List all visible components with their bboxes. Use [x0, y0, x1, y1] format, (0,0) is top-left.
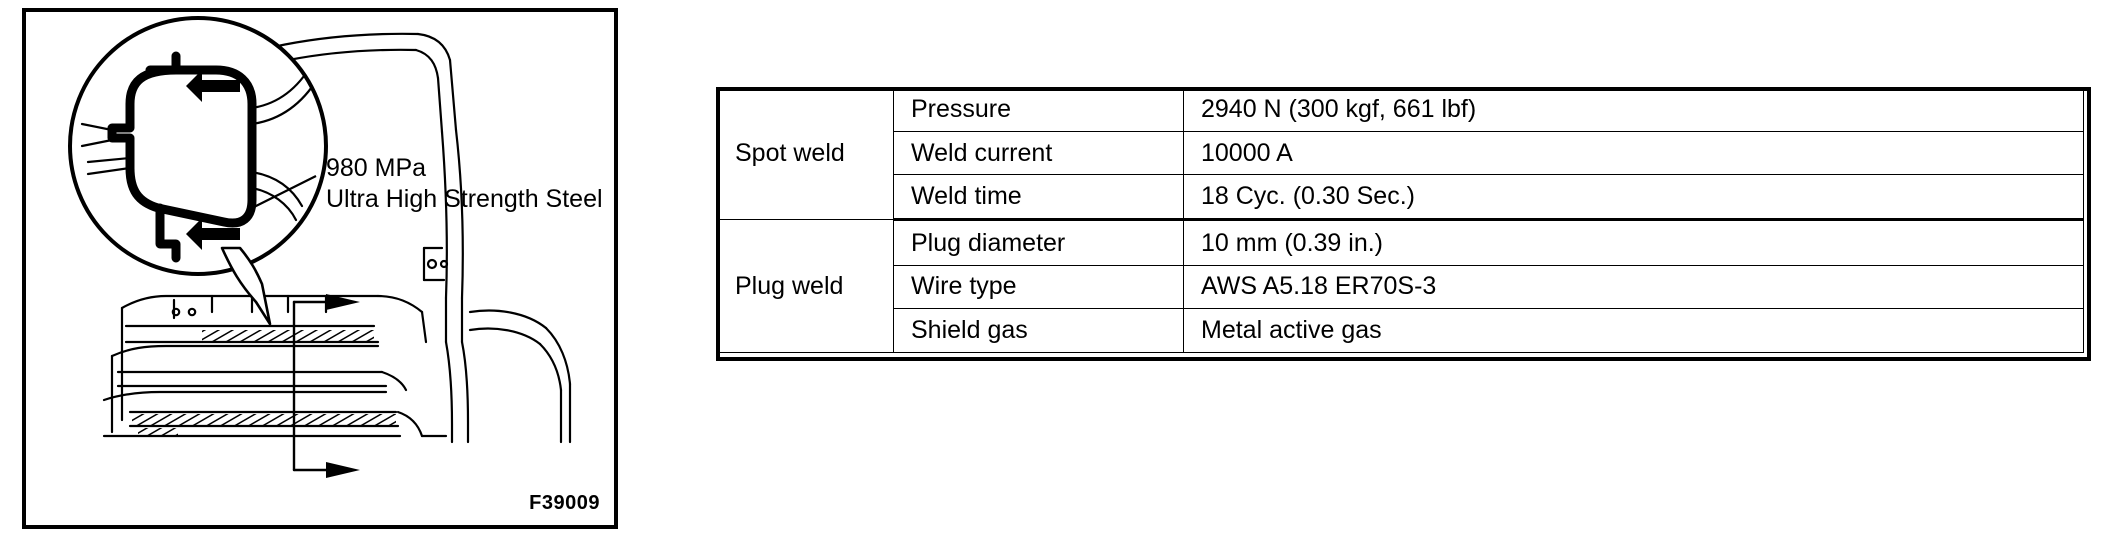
body-structure-line-drawing [68, 16, 572, 478]
parameter-label-weld-current: Weld current [893, 130, 1184, 176]
callout-balloon-tail [220, 246, 272, 326]
parameter-value-weld-current: 10000 A [1183, 130, 2084, 176]
weld-spec-table-container: Spot weld Pressure 2940 N (300 kgf, 661 … [716, 86, 2091, 361]
parameter-label-shield-gas: Shield gas [893, 308, 1184, 353]
illustration-panel: 980 MPa Ultra High Strength Steel F39009 [22, 8, 618, 529]
parameter-label-plug-diameter: Plug diameter [893, 219, 1184, 266]
callout-leader-line [251, 175, 317, 209]
parameter-value-plug-diameter: 10 mm (0.39 in.) [1183, 219, 2084, 266]
parameter-value-wire-type: AWS A5.18 ER70S-3 [1183, 264, 2084, 310]
table-row: Weld time 18 Cyc. (0.30 Sec.) [717, 174, 2084, 222]
material-callout-line-1: 980 MPa [326, 154, 427, 182]
weld-location-arrows [326, 294, 360, 478]
parameter-label-wire-type: Wire type [893, 264, 1184, 310]
weld-group-label-spot-weld: Spot weld [716, 86, 894, 221]
weld-group-label-plug-weld: Plug weld [716, 219, 894, 353]
parameter-value-pressure: 2940 N (300 kgf, 661 lbf) [1183, 87, 2084, 132]
parameter-value-shield-gas: Metal active gas [1183, 308, 2084, 353]
magnified-detail-inset [68, 16, 328, 276]
table-row: Plug weld Plug diameter 10 mm (0.39 in.) [716, 219, 2084, 353]
parameter-label-weld-time: Weld time [893, 174, 1184, 222]
parameter-value-weld-time: 18 Cyc. (0.30 Sec.) [1183, 174, 2084, 222]
table-row: Spot weld Pressure 2940 N (300 kgf, 661 … [716, 86, 2084, 221]
table-row: Weld current 10000 A [717, 130, 2084, 176]
table-row: Wire type AWS A5.18 ER70S-3 [717, 264, 2084, 310]
material-callout: 980 MPa Ultra High Strength Steel [326, 153, 603, 215]
weld-spec-table: Spot weld Pressure 2940 N (300 kgf, 661 … [716, 86, 2084, 353]
figure-code-label: F39009 [529, 492, 600, 514]
parameter-label-pressure: Pressure [893, 87, 1184, 132]
material-callout-line-2: Ultra High Strength Steel [326, 185, 603, 213]
table-row: Shield gas Metal active gas [717, 308, 2084, 353]
